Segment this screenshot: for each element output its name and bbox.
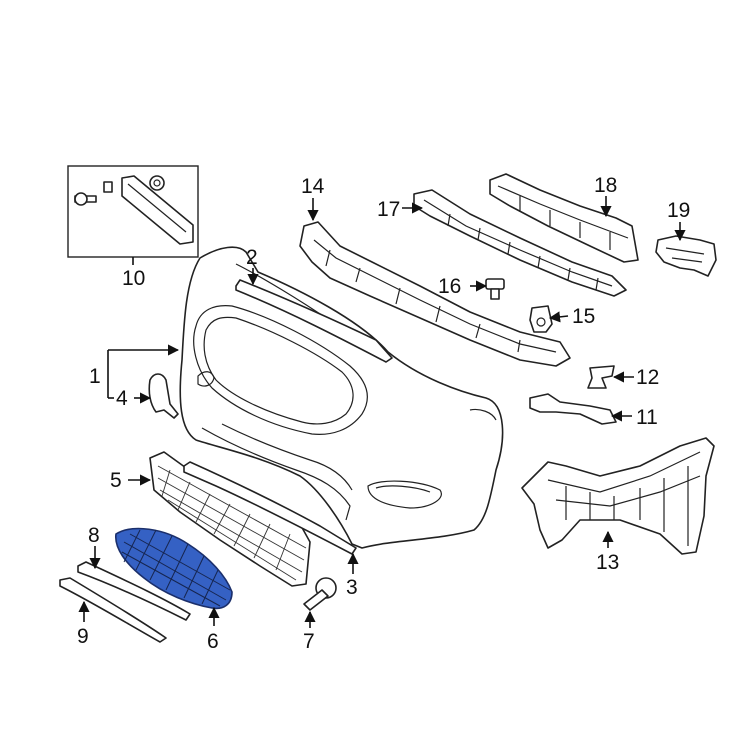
callout-labels: 1 2 3 4 5 6 7 8 9 10 11 12 13 14 15 16 1… (77, 174, 690, 653)
bumper-cover (179, 246, 504, 549)
part-2-trim (235, 279, 393, 363)
callout-14: 14 (301, 175, 325, 198)
part-9-trim (59, 577, 167, 643)
callout-6: 6 (207, 630, 219, 653)
callout-13: 13 (596, 551, 619, 574)
part-15-clip (529, 305, 553, 333)
callout-7: 7 (303, 630, 315, 653)
part-7-bolt (303, 577, 337, 611)
callout-1: 1 (89, 365, 101, 388)
callout-19: 19 (667, 199, 690, 222)
part-19-bracket (655, 235, 717, 277)
callout-11: 11 (636, 406, 658, 429)
callout-12: 12 (636, 366, 659, 389)
callout-2: 2 (246, 246, 258, 269)
part-6-grille-insert-highlighted (115, 527, 233, 610)
callout-8: 8 (88, 524, 100, 547)
part-17-absorber (413, 189, 627, 297)
part-8-trim (77, 561, 191, 621)
callout-5: 5 (110, 469, 122, 492)
inset-box-part-10 (67, 165, 199, 258)
callout-4: 4 (116, 387, 128, 410)
part-3-trim (183, 461, 357, 555)
callout-10: 10 (122, 267, 145, 290)
part-14-carrier (299, 221, 571, 367)
part-19-detail (665, 247, 705, 263)
part-13-support (521, 437, 715, 555)
callout-16: 16 (438, 275, 461, 298)
part-18-absorber (489, 173, 639, 263)
callout-17: 17 (377, 198, 400, 221)
leader-lines (78, 196, 686, 628)
callout-9: 9 (77, 625, 89, 648)
part-4-bracket (148, 373, 179, 419)
callout-3: 3 (346, 576, 358, 599)
callout-18: 18 (594, 174, 617, 197)
part-12-clip (587, 365, 615, 389)
part-11-bracket (529, 393, 617, 425)
callout-15: 15 (572, 305, 595, 328)
part-16-bolt (485, 278, 505, 300)
